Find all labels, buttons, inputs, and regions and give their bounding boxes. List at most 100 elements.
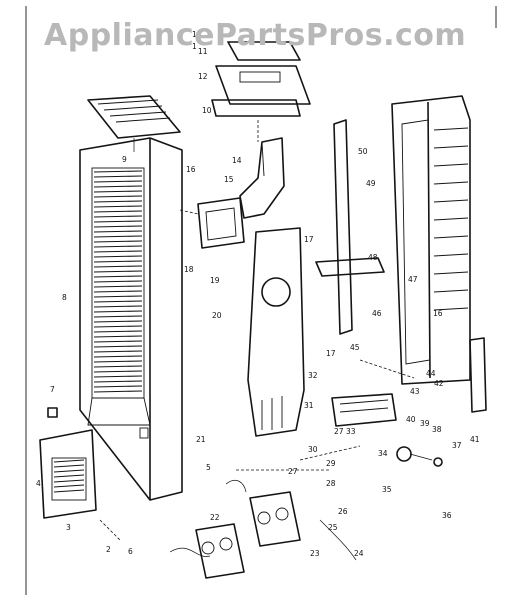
vertical-channel (333, 119, 353, 335)
callout-8: 8 (62, 293, 67, 302)
callout-27: 27 (334, 427, 344, 436)
callout-28: 28 (326, 479, 336, 488)
louver-slat (93, 250, 143, 253)
callout-34: 34 (378, 449, 388, 458)
louver-slat (93, 190, 143, 193)
louver-slat (93, 350, 143, 353)
heat-exchanger (247, 227, 305, 437)
callout-16: 16 (186, 165, 196, 174)
louver-slat (93, 295, 143, 298)
callout-42: 42 (434, 379, 444, 388)
louver-slat (93, 345, 143, 348)
lower-front-grille (39, 429, 97, 519)
louver-slat (93, 370, 143, 373)
louver-slat (93, 315, 143, 318)
louver-slat (93, 280, 143, 283)
louver-slat (93, 225, 143, 228)
mounting-frame (197, 197, 245, 249)
gas-valve (195, 523, 245, 579)
louver-slat (93, 215, 143, 218)
louver-slat (93, 285, 143, 288)
bracket-part-7 (47, 407, 58, 418)
callout-33: 33 (346, 427, 356, 436)
louver-slat (93, 185, 143, 188)
callout-10: 10 (202, 106, 212, 115)
front-cabinet (79, 137, 183, 501)
callout-15: 15 (224, 175, 234, 184)
assembly-line (359, 359, 415, 379)
louver-slat (93, 290, 143, 293)
louver-slat (93, 265, 143, 268)
assembly-line (299, 445, 361, 461)
callout-25: 25 (328, 523, 338, 532)
callout-41: 41 (470, 435, 480, 444)
callout-18: 18 (184, 265, 194, 274)
louver-slat (93, 210, 143, 213)
flue-cap-assembly (211, 41, 311, 117)
callout-37: 37 (452, 441, 462, 450)
callout-20: 20 (212, 311, 222, 320)
louver-slat (93, 330, 143, 333)
callout-22: 22 (210, 513, 220, 522)
louver-slat (93, 305, 143, 308)
thermostat-control (249, 491, 301, 547)
louver-slat (93, 180, 143, 183)
burner-assembly (331, 393, 397, 427)
gas-tube (319, 519, 357, 561)
louver-slat (93, 200, 143, 203)
pilot-tube (169, 547, 211, 557)
louver-slat (93, 220, 143, 223)
callout-24: 24 (354, 549, 364, 558)
louver-slat (93, 275, 143, 278)
callout-5: 5 (206, 463, 211, 472)
louver-slat (93, 365, 143, 368)
callout-4: 4 (36, 479, 41, 488)
callout-43: 43 (410, 387, 420, 396)
louver-slat (93, 335, 143, 338)
louver-slat (93, 230, 143, 233)
callout-47: 47 (408, 275, 418, 284)
louver-slat (93, 340, 143, 343)
louver-slat (93, 375, 143, 378)
callout-40: 40 (406, 415, 416, 424)
louver-slat (93, 195, 143, 198)
callout-35: 35 (382, 485, 392, 494)
louver-slat (93, 270, 143, 273)
callout-17: 17 (304, 235, 314, 244)
louver-slat (93, 355, 143, 358)
callout-49: 49 (366, 179, 376, 188)
louver-slat (93, 175, 143, 178)
pilot-assembly (396, 446, 443, 467)
callout-26: 26 (338, 507, 348, 516)
louver-slat (93, 205, 143, 208)
callout-44: 44 (426, 369, 436, 378)
callout-36: 36 (442, 511, 452, 520)
callout-1: 1 (192, 42, 197, 51)
callout-48: 48 (368, 253, 378, 262)
draft-hood-elbow (239, 137, 285, 219)
callout-32: 32 (308, 371, 318, 380)
louver-slat (93, 245, 143, 248)
thermocouple-lead (225, 480, 247, 493)
louver-slat (93, 380, 143, 383)
louver-slat (93, 320, 143, 323)
back-cabinet (391, 95, 471, 385)
callout-13: 13 (192, 30, 202, 39)
callout-50: 50 (358, 147, 368, 156)
callout-21: 21 (196, 435, 206, 444)
callout-39: 39 (420, 419, 430, 428)
assembly-line (99, 519, 121, 541)
callout-6: 6 (128, 547, 133, 556)
louver-slat (93, 235, 143, 238)
louver-slat (93, 260, 143, 263)
louver-slat (93, 240, 143, 243)
front-louvers (93, 170, 143, 393)
side-strip (469, 337, 487, 413)
callout-29: 29 (326, 459, 336, 468)
callout-3: 3 (66, 523, 71, 532)
assembly-line (179, 209, 199, 215)
callout-17-lower: 17 (326, 349, 336, 358)
callout-23: 23 (310, 549, 320, 558)
